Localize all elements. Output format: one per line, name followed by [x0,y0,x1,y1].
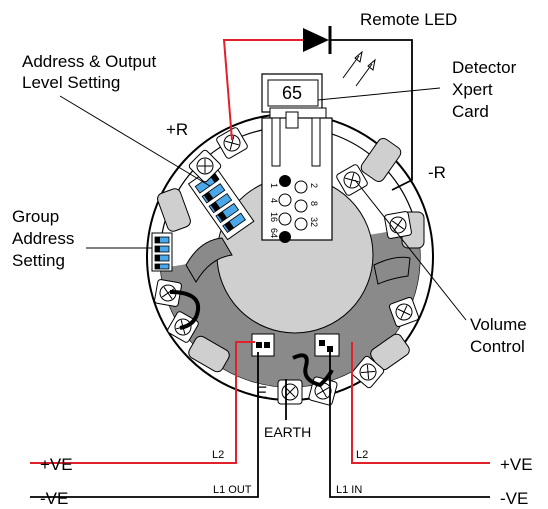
screw-icon [154,279,182,307]
bit-label-2: 2 [309,183,319,188]
pad-left-bottom [188,335,230,373]
bit-8 [294,199,308,213]
bit-label-1: 1 [269,183,279,188]
terminal-block-left [251,333,275,357]
label-l2-right: L2 [356,449,368,461]
bit-label-32: 32 [309,217,319,227]
bit-16 [278,212,292,226]
label-earth: EARTH [264,424,311,440]
label-volume-1: Volume [470,315,527,334]
label-plus-ve-right: +VE [500,455,533,474]
detector-card: 65 1 4 16 64 2 8 32 [261,73,333,243]
label-address-output-2: Level Setting [22,73,120,92]
bit-64-set [279,231,291,243]
leader-lines [59,87,467,321]
pad-left-top [157,188,191,232]
label-minus-ve-left: -VE [40,489,68,508]
bit-32 [294,217,308,231]
label-plus-r: +R [166,120,188,139]
label-minus-r: -R [428,163,446,182]
negative-wires [30,39,490,498]
label-plus-ve-left: +VE [40,455,73,474]
label-e: E [256,383,267,402]
label-remote-led: Remote LED [360,10,457,29]
led-icon [303,26,376,87]
label-group-2: Address [12,229,74,248]
bit-2 [294,180,308,194]
label-address-output-1: Address & Output [22,52,156,71]
address-dip-switch [187,164,255,241]
bit-label-16: 16 [269,212,279,222]
screw-icon [216,127,248,159]
label-detector-1: Detector [452,58,517,77]
terminal-block-right [314,333,340,357]
label-l1-in: L1 IN [336,484,362,496]
label-volume-2: Control [470,337,525,356]
bit-1-set [279,175,291,187]
right-slot [373,256,411,285]
label-detector-2: Xpert [452,80,493,99]
label-l2-left: L2 [212,449,224,461]
bit-label-8: 8 [309,201,319,206]
positive-wires [30,39,490,464]
bit-label-4: 4 [269,198,279,203]
link-wire-centre [292,353,334,388]
link-wire-left [169,290,201,330]
label-minus-ve-right: -VE [500,489,528,508]
screw-icon [388,296,420,328]
label-group-3: Setting [12,251,65,270]
left-slot [185,237,233,283]
bit-label-64: 64 [269,228,279,238]
card-number: 65 [282,83,302,103]
screw-icon [188,149,222,183]
screw-icon [336,164,368,196]
pad-right-top [360,138,402,182]
screw-icon [277,379,303,405]
screw-icon [351,355,385,389]
label-l1-out: L1 OUT [213,484,252,496]
label-group-1: Group [12,207,59,226]
bit-4 [278,193,292,207]
label-detector-3: Card [452,102,489,121]
group-dip-switch [151,232,173,272]
